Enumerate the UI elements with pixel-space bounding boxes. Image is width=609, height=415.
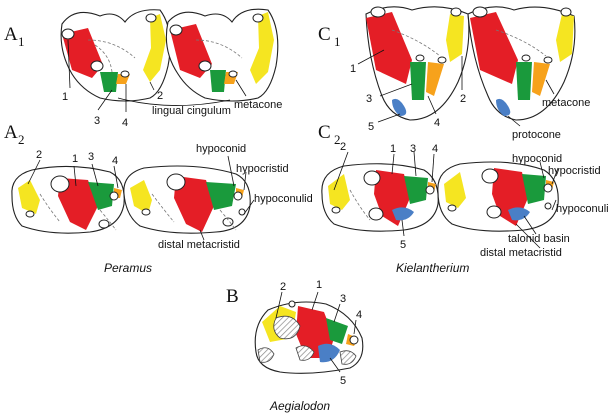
c1-left-blue-zone xyxy=(392,98,407,116)
c2-num-5: 5 xyxy=(400,239,406,251)
c2-tooth-left xyxy=(321,163,439,232)
taxon-kielantherium: Kielantherium xyxy=(396,261,469,275)
c1-num-3: 3 xyxy=(366,93,372,105)
c1-right-blue-zone xyxy=(496,98,511,116)
panel-c2-letter: C xyxy=(318,122,331,143)
a2-right-green-zone xyxy=(206,182,236,210)
a1-metacone-label: metacone xyxy=(234,99,282,111)
b-blue-zone xyxy=(318,343,340,363)
a2-num-1: 1 xyxy=(72,153,78,165)
c1-left-green-zone xyxy=(410,62,426,100)
panel-a1: A 1 xyxy=(4,8,282,129)
c2-num-2: 2 xyxy=(340,141,346,153)
a2-left-yellow-zone xyxy=(18,180,40,214)
panel-c2: C 2 xyxy=(318,122,609,275)
panel-a1-sub: 1 xyxy=(18,34,25,49)
taxon-aegialodon: Aegialodon xyxy=(269,399,330,413)
a2-hypoconulid-label: hypoconulid xyxy=(254,193,313,205)
b-tooth xyxy=(254,300,364,374)
c1-right-red-zone xyxy=(470,12,518,84)
a1-left-yellow-zone xyxy=(143,14,166,82)
a2-left-red-zone xyxy=(58,178,98,230)
panel-a2: A 2 xyxy=(4,122,313,275)
c2-hypoconid-label: hypoconid xyxy=(512,153,562,165)
taxon-peramus: Peramus xyxy=(104,261,152,275)
a1-num-3: 3 xyxy=(94,115,100,127)
a1-right-green-zone xyxy=(210,70,226,92)
a2-tooth-right xyxy=(123,165,251,234)
c2-talonid-basin-label: talonid basin xyxy=(508,233,570,245)
panel-b-letter: B xyxy=(226,286,239,307)
c1-tooth-left xyxy=(365,6,470,121)
c2-hypoconulid-label: hypoconulid xyxy=(556,203,609,215)
c1-tooth-right xyxy=(467,6,576,121)
c1-protocone-label: protocone xyxy=(512,129,561,141)
a2-right-red-zone xyxy=(174,176,214,232)
c1-metacone-label: metacone xyxy=(542,97,590,109)
c1-right-green-zone xyxy=(516,62,532,100)
c2-num-1: 1 xyxy=(390,143,396,155)
panel-c1-letter: C xyxy=(318,24,331,45)
c2-right-yellow-zone xyxy=(444,172,466,208)
a2-tooth-left xyxy=(11,165,125,234)
panel-a2-letter: A xyxy=(4,122,18,143)
panel-b: B 2 1 3 4 5 Aegialodon xyxy=(226,279,364,413)
c2-right-green-zone xyxy=(522,174,546,204)
panel-c1: C 1 xyxy=(318,6,590,141)
b-num-5: 5 xyxy=(340,375,346,387)
c1-left-red-zone xyxy=(366,12,412,84)
c1-num-1: 1 xyxy=(350,63,356,75)
c2-distal-metacristid-label: distal metacristid xyxy=(480,247,562,259)
a2-left-green-zone xyxy=(88,182,114,210)
a1-lingual-cingulum-label: lingual cingulum xyxy=(152,105,231,117)
c2-left-blue-zone xyxy=(392,207,414,221)
a1-num-1: 1 xyxy=(62,91,68,103)
a2-hypocristid-label: hypocristid xyxy=(236,163,289,175)
panel-c2-sub: 2 xyxy=(334,132,341,147)
c2-num-3: 3 xyxy=(410,143,416,155)
a1-right-yellow-zone xyxy=(250,12,274,84)
a2-hypoconid-label: hypoconid xyxy=(196,143,246,155)
a1-tooth-right xyxy=(165,8,279,102)
c2-left-green-zone xyxy=(404,176,428,204)
b-green-zone xyxy=(326,318,348,344)
c1-right-orange-zone xyxy=(532,62,550,96)
a1-num-2: 2 xyxy=(157,90,163,102)
a2-right-yellow-zone xyxy=(130,180,152,214)
b-hatched-area-4 xyxy=(339,350,357,365)
c2-num-4: 4 xyxy=(432,143,438,155)
a2-num-4: 4 xyxy=(112,155,118,167)
a1-tooth-left xyxy=(60,9,171,102)
c1-right-yellow-zone xyxy=(556,14,574,62)
b-hatched-area-3 xyxy=(295,345,315,361)
c2-left-yellow-zone xyxy=(328,174,350,210)
c2-hypocristid-label: hypocristid xyxy=(548,165,601,177)
a1-left-green-zone xyxy=(100,72,118,92)
panel-a2-sub: 2 xyxy=(18,132,25,147)
c1-num-5: 5 xyxy=(368,121,374,133)
a2-num-3: 3 xyxy=(88,151,94,163)
a2-num-2: 2 xyxy=(36,149,42,161)
b-hatched-area-1 xyxy=(273,315,301,340)
b-num-1: 1 xyxy=(316,279,322,291)
panel-a1-letter: A xyxy=(4,24,18,45)
b-hatched-area-2 xyxy=(257,347,275,363)
a2-distal-metacristid-label: distal metacristid xyxy=(158,239,240,251)
c2-tooth-right xyxy=(437,161,559,232)
c1-left-orange-zone xyxy=(426,62,444,96)
b-num-4: 4 xyxy=(356,309,362,321)
c1-num-2: 2 xyxy=(460,93,466,105)
a1-num-4: 4 xyxy=(122,117,128,129)
c1-left-yellow-zone xyxy=(446,14,464,62)
panel-c1-sub: 1 xyxy=(334,34,341,49)
b-num-2: 2 xyxy=(280,281,286,293)
b-num-3: 3 xyxy=(340,293,346,305)
c1-num-4: 4 xyxy=(434,117,440,129)
